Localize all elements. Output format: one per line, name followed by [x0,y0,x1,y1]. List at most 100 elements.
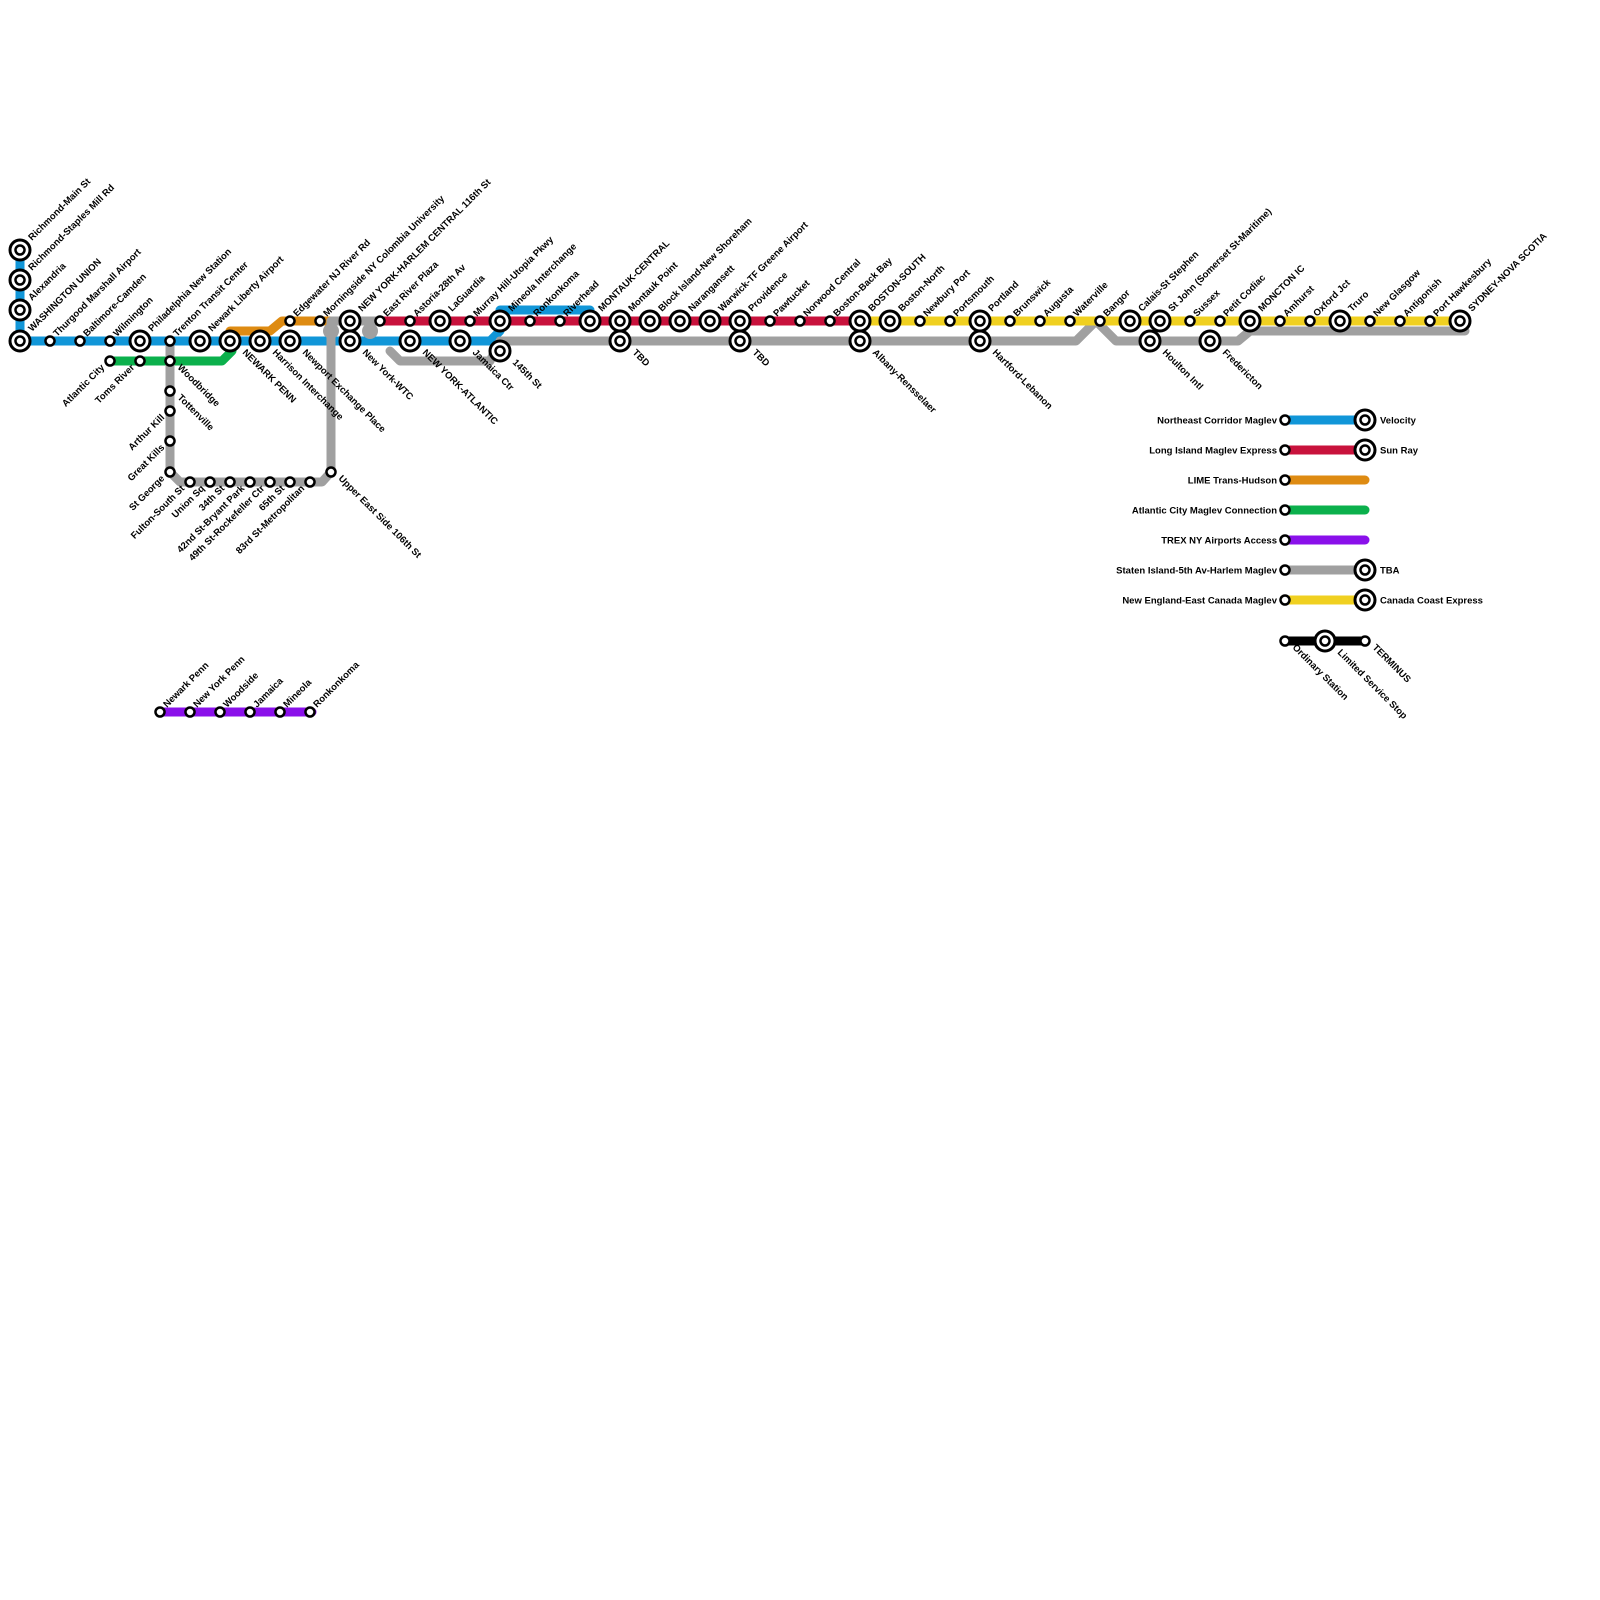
station-marker[interactable] [1424,315,1436,327]
station-marker[interactable] [184,476,196,488]
station-marker[interactable] [1094,315,1106,327]
legend-station-marker[interactable] [1279,594,1291,606]
legend-station-marker[interactable] [1279,414,1291,426]
station-marker[interactable] [304,476,316,488]
station-marker[interactable] [74,335,86,347]
station-label: New York Penn [191,654,247,710]
legend-key-limited-core [1319,635,1331,647]
legend-key-label: TERMINUS [1370,642,1413,685]
station-marker[interactable] [1034,315,1046,327]
legend-line-name: Atlantic City Maglev Connection [1132,506,1277,517]
station-label: Ronkonkoma [311,659,362,710]
station-marker[interactable] [224,476,236,488]
legend-station-marker[interactable] [1279,534,1291,546]
station-marker[interactable] [404,315,416,327]
station-marker[interactable] [1064,315,1076,327]
station-marker-core [884,315,896,327]
station-marker[interactable] [464,315,476,327]
station-marker-core [494,345,506,357]
legend-station-marker[interactable] [1279,564,1291,576]
station-marker[interactable] [244,476,256,488]
station-marker-core [434,315,446,327]
station-marker[interactable] [264,476,276,488]
station-marker-core [854,315,866,327]
station-marker[interactable] [244,706,256,718]
station-marker[interactable] [524,315,536,327]
legend-terminus-marker-core [1359,594,1371,606]
station-marker[interactable] [104,355,116,367]
station-marker-core [494,315,506,327]
station-marker[interactable] [164,355,176,367]
legend-terminus-label: Canada Coast Express [1380,596,1483,607]
legend-line-name: Northeast Corridor Maglev [1157,416,1278,427]
station-marker[interactable] [314,315,326,327]
station-marker[interactable] [214,706,226,718]
station-marker[interactable] [204,476,216,488]
station-marker[interactable] [164,466,176,478]
station-markers [8,238,1472,718]
station-marker[interactable] [1364,315,1376,327]
station-label: Hartford-Lebanon [990,347,1055,412]
station-marker[interactable] [154,706,166,718]
station-label: Houlton Intl [1160,347,1205,392]
station-marker-core [134,335,146,347]
station-marker[interactable] [164,385,176,397]
station-marker-core [854,335,866,347]
station-label: Fredericton [1220,347,1265,392]
legend-terminus-marker-core [1359,564,1371,576]
station-marker[interactable] [164,405,176,417]
legend-line-name: Long Island Maglev Express [1149,446,1277,457]
station-marker-core [674,315,686,327]
station-marker-core [614,315,626,327]
station-marker[interactable] [794,315,806,327]
station-marker[interactable] [1304,315,1316,327]
legend-station-marker[interactable] [1279,474,1291,486]
station-marker[interactable] [374,315,386,327]
station-marker-core [614,335,626,347]
legend-station-marker[interactable] [1279,504,1291,516]
station-marker[interactable] [104,335,116,347]
station-marker[interactable] [304,706,316,718]
station-label: Truro [1346,289,1371,314]
legend-line-name: Staten Island-5th Av-Harlem Maglev [1116,566,1278,577]
station-marker[interactable] [134,355,146,367]
station-marker[interactable] [764,315,776,327]
legend-key-terminus[interactable] [1359,635,1371,647]
station-marker-core [454,335,466,347]
station-label: New York-WTC [360,347,415,402]
station-marker[interactable] [1394,315,1406,327]
legend-station-marker[interactable] [1279,444,1291,456]
station-marker[interactable] [554,315,566,327]
station-marker[interactable] [274,706,286,718]
station-marker[interactable] [184,706,196,718]
station-marker-core [1154,315,1166,327]
station-marker[interactable] [914,315,926,327]
station-marker-core [344,315,356,327]
station-marker[interactable] [1214,315,1226,327]
station-label: NEWARK PENN [240,347,298,405]
station-marker[interactable] [1004,315,1016,327]
station-marker-core [734,315,746,327]
station-marker[interactable] [1274,315,1286,327]
station-marker[interactable] [164,435,176,447]
atlantic-line [105,346,237,366]
station-marker[interactable] [164,335,176,347]
station-marker-core [14,244,26,256]
station-marker[interactable] [44,335,56,347]
station-marker[interactable] [944,315,956,327]
station-marker[interactable] [284,315,296,327]
station-marker[interactable] [1184,315,1196,327]
station-marker-core [14,335,26,347]
station-label: Albany-Rensselaer [870,347,938,415]
station-marker[interactable] [284,476,296,488]
station-marker-core [404,335,416,347]
station-marker-core [1454,315,1466,327]
station-marker[interactable] [325,466,337,478]
station-marker-core [734,335,746,347]
legend-terminus-label: Sun Ray [1380,446,1419,457]
station-marker[interactable] [824,315,836,327]
station-marker-core [1334,315,1346,327]
station-label: TBD [750,347,772,369]
legend-key-ordinary[interactable] [1279,635,1291,647]
